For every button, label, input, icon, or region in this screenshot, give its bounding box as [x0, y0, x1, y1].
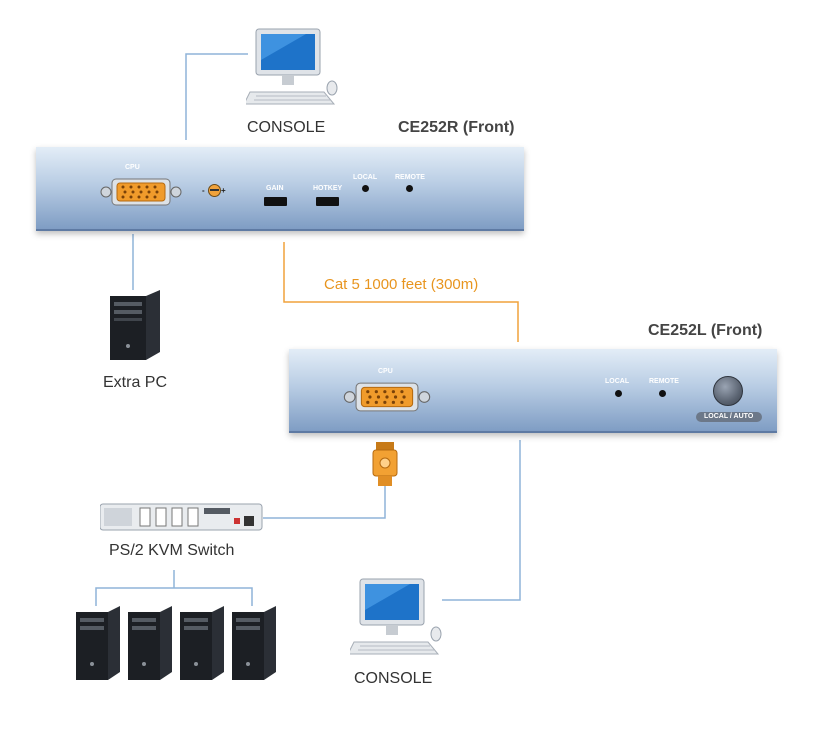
local-local-led — [615, 390, 622, 397]
remote-cpu-label: CPU — [125, 164, 140, 171]
line-connector-to-kvm — [263, 486, 386, 519]
remote-unit-title: CE252R (Front) — [398, 119, 515, 136]
kvm-switch-icon — [100, 503, 263, 531]
remote-remote-led-label: REMOTE — [395, 174, 425, 181]
remote-remote-led — [406, 185, 413, 192]
local-vga-port — [339, 381, 435, 413]
computer-2-icon — [128, 606, 172, 680]
console-top-label: CONSOLE — [247, 119, 326, 136]
remote-vga-port — [100, 177, 182, 207]
local-remote-led — [659, 390, 666, 397]
local-cpu-label: CPU — [378, 368, 393, 375]
local-unit-title: CE252L (Front) — [648, 322, 763, 339]
hotkey-label: HOTKEY — [313, 185, 343, 192]
remote-unit-panel: CPU - + GAIN HOTKEY LOCAL REMOTE — [36, 147, 524, 231]
local-auto-label: LOCAL / AUTO — [704, 413, 754, 420]
cable-label: Cat 5 1000 feet (300m) — [324, 276, 479, 293]
kvm-switch-label: PS/2 KVM Switch — [109, 542, 235, 559]
line-cat5-cable — [283, 242, 519, 342]
extra-pc-label: Extra PC — [103, 374, 168, 391]
remote-local-led — [362, 185, 369, 192]
console-cable-connector-icon — [372, 442, 398, 486]
line-local-to-console — [442, 440, 521, 601]
local-auto-bar: LOCAL / AUTO — [696, 412, 762, 422]
console-bottom-icon — [350, 578, 442, 655]
line-console-to-remote — [185, 53, 248, 140]
remote-local-led-label: LOCAL — [353, 174, 378, 181]
local-auto-button[interactable] — [713, 376, 743, 406]
gain-knob-icon[interactable] — [208, 184, 221, 197]
gain-label: GAIN — [266, 185, 284, 192]
computer-3-icon — [180, 606, 224, 680]
local-remote-led-label: REMOTE — [649, 378, 679, 385]
gain-plus-label: + — [221, 186, 226, 195]
local-local-led-label: LOCAL — [605, 378, 630, 385]
computers-group — [76, 606, 276, 680]
hotkey-port — [316, 197, 339, 206]
computer-4-icon — [232, 606, 276, 680]
console-top-icon — [246, 28, 338, 105]
local-unit-panel: CPU LOCAL REMOTE LOCAL / AUTO — [289, 349, 777, 433]
computer-1-icon — [76, 606, 120, 680]
gain-minus-label: - — [202, 186, 205, 195]
line-pc-bus — [95, 587, 253, 606]
gain-port — [264, 197, 287, 206]
console-bottom-label: CONSOLE — [354, 670, 433, 687]
extra-pc-icon — [110, 290, 160, 360]
